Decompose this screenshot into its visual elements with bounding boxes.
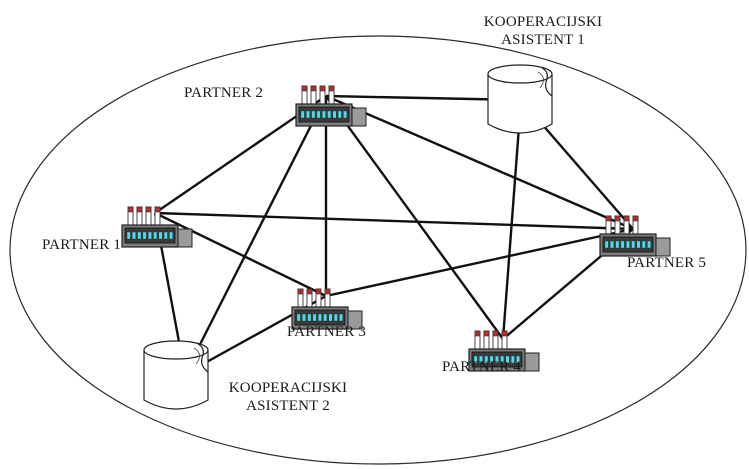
partner-4-label: PARTNER 4 xyxy=(442,359,522,375)
assistant-1-label: KOOPERACIJSKI ASISTENT 1 xyxy=(477,13,609,49)
factory-icon xyxy=(295,85,367,127)
factory-icon xyxy=(121,206,193,248)
factory-icon xyxy=(468,330,540,372)
partner-2-label: PARTNER 2 xyxy=(184,85,264,101)
connection-lines xyxy=(153,94,634,376)
assistant-2-label-line1: KOOPERACIJSKI xyxy=(228,380,348,396)
connection-p2-p5 xyxy=(325,94,634,231)
assistant-2-label: KOOPERACIJSKI ASISTENT 2 xyxy=(222,379,354,415)
connection-p1-p3 xyxy=(154,211,327,298)
database-cylinder-icon xyxy=(143,340,209,410)
factory-icon xyxy=(291,288,363,330)
partner-1-label: PARTNER 1 xyxy=(42,237,122,253)
partner-5-label: PARTNER 5 xyxy=(627,255,707,271)
network-boundary-ellipse xyxy=(9,35,747,465)
nodes xyxy=(121,64,671,410)
connection-p4-a1 xyxy=(501,99,523,340)
factory-icon xyxy=(599,215,671,257)
assistant-1-label-line1: KOOPERACIJSKI xyxy=(483,14,603,30)
partner-3-label: PARTNER 3 xyxy=(287,324,367,340)
database-cylinder-icon xyxy=(487,64,553,134)
assistant-1-label-line2: ASISTENT 1 xyxy=(501,32,585,48)
connection-p1-p5 xyxy=(154,211,634,231)
assistant-2-label-line2: ASISTENT 2 xyxy=(246,398,330,414)
connection-p3-p5 xyxy=(325,227,634,298)
connection-p2-p4 xyxy=(325,95,504,340)
connection-p2-a2 xyxy=(183,95,328,375)
